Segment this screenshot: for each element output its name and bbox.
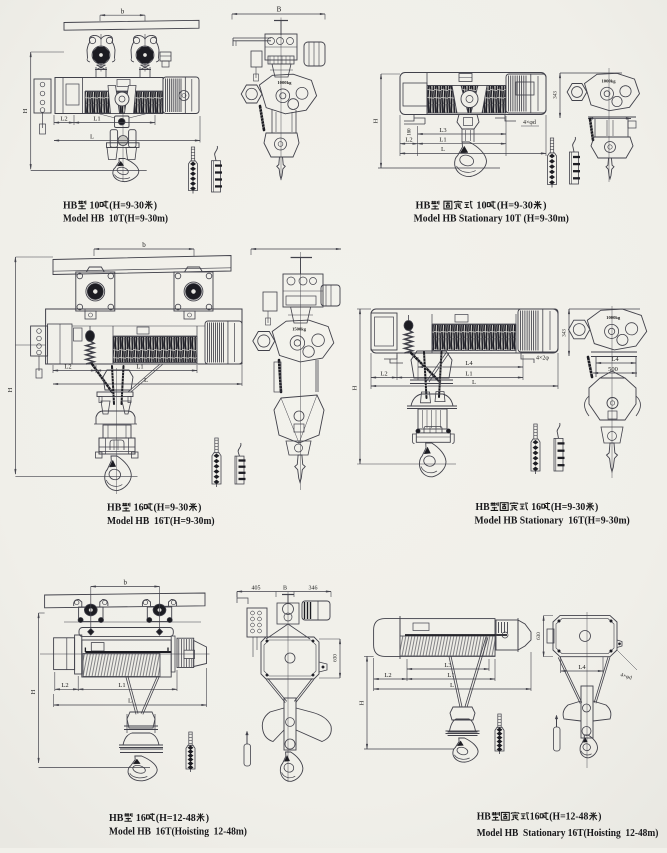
svg-text:B: B	[277, 6, 282, 14]
svg-text:L: L	[441, 146, 445, 153]
svg-text:16: 16	[133, 813, 145, 824]
svg-text:Model HB Stationary 16T(H=9-3: Model HB Stationary 16T(H=9-30m)	[475, 516, 630, 527]
svg-text:): )	[598, 812, 601, 823]
svg-text:405: 405	[252, 586, 261, 592]
svg-text:1000kg: 1000kg	[601, 79, 616, 84]
svg-text:): )	[198, 503, 201, 514]
svg-text:L1: L1	[439, 137, 446, 144]
svg-text:b: b	[142, 241, 146, 249]
svg-text:L: L	[450, 682, 454, 689]
svg-text:180: 180	[408, 128, 413, 136]
svg-text:H: H	[373, 118, 380, 123]
svg-text:L1: L1	[93, 115, 100, 122]
svg-text:346: 346	[309, 586, 318, 592]
svg-text:): )	[595, 502, 598, 513]
svg-text:630: 630	[536, 632, 542, 640]
svg-text:16: 16	[131, 503, 143, 514]
svg-text:(H=9-30: (H=9-30	[497, 201, 533, 212]
svg-text:): )	[543, 201, 546, 212]
svg-text:H: H	[30, 689, 37, 694]
svg-text:1500kg: 1500kg	[292, 326, 307, 331]
svg-text:L4: L4	[465, 360, 473, 367]
svg-text:HB: HB	[63, 200, 78, 211]
svg-text:L: L	[472, 379, 476, 386]
svg-text:H: H	[7, 387, 14, 392]
svg-text:Model HB 10T(H=9-30m): Model HB 10T(H=9-30m)	[63, 214, 168, 225]
svg-text:343: 343	[553, 91, 559, 99]
svg-text:(H=9-30: (H=9-30	[551, 502, 585, 513]
svg-text:L2: L2	[60, 115, 67, 122]
svg-text:L1: L1	[136, 363, 143, 370]
svg-text:H: H	[352, 385, 359, 390]
svg-text:H: H	[22, 108, 29, 113]
svg-text:L2: L2	[384, 672, 391, 679]
svg-text:(H=9-30: (H=9-30	[154, 503, 189, 514]
svg-text:B: B	[283, 586, 287, 592]
svg-text:L1: L1	[118, 682, 125, 689]
svg-text:(H=12-48: (H=12-48	[156, 813, 196, 824]
svg-text:HB: HB	[476, 502, 490, 513]
svg-text:Model HB Stationary 10T (H=9-3: Model HB Stationary 10T (H=9-30m)	[414, 213, 569, 224]
svg-text:(H=12-48: (H=12-48	[549, 812, 588, 823]
svg-text:HB: HB	[416, 201, 431, 212]
svg-text:HB: HB	[107, 503, 122, 514]
svg-text:b: b	[123, 579, 127, 587]
svg-text:1000kg: 1000kg	[277, 80, 292, 85]
svg-text:L4: L4	[578, 664, 586, 671]
svg-text:b: b	[121, 7, 125, 15]
svg-text:Model HB Stationary 16T(Hoist: Model HB Stationary 16T(Hoisting 12-48m)	[477, 828, 659, 839]
svg-text:L3: L3	[439, 127, 446, 134]
svg-text:10: 10	[87, 200, 99, 211]
svg-text:L4: L4	[611, 356, 619, 363]
svg-text:Model HB 16T(H=9-30m): Model HB 16T(H=9-30m)	[107, 516, 215, 527]
svg-text:HB: HB	[109, 813, 124, 824]
svg-text:L2: L2	[61, 682, 68, 689]
svg-text:630: 630	[333, 654, 339, 662]
svg-text:L2: L2	[380, 370, 387, 377]
svg-text:H: H	[359, 700, 366, 705]
svg-text:(H=9-30: (H=9-30	[109, 200, 144, 211]
svg-text:Model HB 16T(Hoisting 12-48m: Model HB 16T(Hoisting 12-48m)	[109, 827, 247, 838]
svg-text:L: L	[90, 133, 94, 140]
svg-text:L: L	[144, 377, 148, 384]
svg-text:L1: L1	[465, 370, 472, 377]
svg-text:HB: HB	[477, 812, 491, 823]
svg-text:4×2φ: 4×2φ	[536, 356, 549, 362]
svg-text:4×φd: 4×φd	[523, 120, 536, 126]
svg-text:L2: L2	[64, 363, 71, 370]
svg-text:16: 16	[530, 812, 540, 823]
svg-text:10: 10	[474, 201, 487, 212]
svg-text:): )	[206, 813, 209, 824]
svg-text:): )	[154, 200, 157, 211]
svg-text:L2: L2	[405, 137, 412, 144]
svg-text:343: 343	[562, 329, 568, 337]
svg-text:16: 16	[529, 502, 541, 513]
svg-text:1000kg: 1000kg	[606, 315, 621, 320]
